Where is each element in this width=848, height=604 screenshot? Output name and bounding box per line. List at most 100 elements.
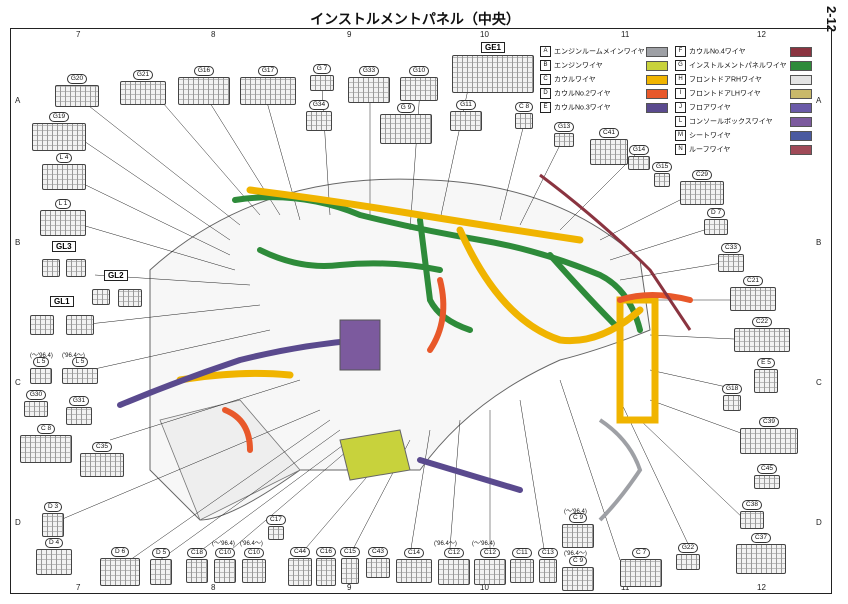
legend-key: A <box>540 46 551 57</box>
connector-c33: C33 <box>718 243 744 272</box>
row-label: A <box>15 96 21 105</box>
connector-d5: D 5 <box>150 548 172 585</box>
diagram-frame <box>10 28 832 594</box>
connector-c11: C11 <box>510 548 534 583</box>
legend-key: M <box>675 130 686 141</box>
date-note: (〜'96.4) <box>564 509 587 515</box>
connector-g13: G13 <box>554 122 575 147</box>
connector-g22: G22 <box>676 543 700 570</box>
legend-swatch <box>646 103 668 113</box>
legend-label: ルーフワイヤ <box>689 146 731 154</box>
legend-key: J <box>675 102 686 113</box>
connector-g20: G20 <box>55 74 99 107</box>
connector-c38: C38 <box>740 500 764 529</box>
connector-g30: G30 <box>24 390 48 417</box>
connector-gl1-b <box>66 314 94 335</box>
legend-swatch <box>646 75 668 85</box>
connector-c29: C29 <box>680 170 724 205</box>
legend-key: C <box>540 74 551 85</box>
date-note: (〜'96.4) <box>212 541 235 547</box>
connector-g9: G 9 <box>380 103 432 144</box>
connector-c18: C18 <box>186 548 208 583</box>
connector-ge1 <box>452 54 534 93</box>
connector-c22: C22 <box>734 317 790 352</box>
connector-g7: G 7 <box>310 64 334 91</box>
connector-c35: C35 <box>80 442 124 477</box>
column-label: 8 <box>211 583 216 592</box>
legend-key: I <box>675 88 686 99</box>
group-label: GL3 <box>52 241 76 252</box>
connector-l1: L 1 <box>40 199 86 236</box>
connector-g33: G33 <box>348 66 390 103</box>
connector-c44: C44 <box>288 547 312 586</box>
column-label: 7 <box>76 30 81 39</box>
legend-key: G <box>675 60 686 71</box>
column-label: 11 <box>621 583 630 592</box>
page-number: 2-12 <box>824 6 839 33</box>
connector-g21: G21 <box>120 70 166 105</box>
legend-key: N <box>675 144 686 155</box>
connector-gl1-a <box>30 314 54 335</box>
connector-l4: L 4 <box>42 153 86 190</box>
connector-d4: D 4 <box>36 538 72 575</box>
connector-c9-old: C 9 <box>562 513 594 548</box>
row-label: D <box>816 518 822 527</box>
connector-g19: G19 <box>32 112 86 151</box>
connector-l5-new: L 5 <box>62 357 98 384</box>
connector-c8: C 8 <box>20 424 72 463</box>
date-note: (〜'96.4) <box>30 353 53 359</box>
legend-swatch <box>790 131 812 141</box>
legend-label: エンジンワイヤ <box>554 62 603 70</box>
legend-label: カウルNo.4ワイヤ <box>689 48 746 56</box>
legend-label: カウルワイヤ <box>554 76 596 84</box>
column-label: 12 <box>757 30 766 39</box>
date-note: ('96.4〜) <box>564 551 587 557</box>
legend-label: フロントドアRHワイヤ <box>689 76 762 84</box>
group-label: GL1 <box>50 296 74 307</box>
connector-c41: C41 <box>590 128 628 165</box>
connector-c21: C21 <box>730 276 776 311</box>
date-note: ('96.4〜) <box>240 541 263 547</box>
row-label: D <box>15 518 21 527</box>
legend-label: コンソールボックスワイヤ <box>689 118 773 126</box>
connector-c13: C13 <box>538 548 558 583</box>
legend-key: L <box>675 116 686 127</box>
legend-swatch <box>646 89 668 99</box>
column-label: 8 <box>211 30 216 39</box>
connector-g14: G14 <box>628 145 650 170</box>
connector-gl2-a <box>92 288 110 305</box>
connector-d3: D 3 <box>42 502 64 537</box>
connector-d6: D 6 <box>100 547 140 586</box>
connector-d7: D 7 <box>704 208 728 235</box>
legend-key: B <box>540 60 551 71</box>
legend-swatch <box>790 103 812 113</box>
legend-label: フロントドアLHワイヤ <box>689 90 761 98</box>
legend-swatch <box>790 47 812 57</box>
connector-g18: G18 <box>722 384 743 411</box>
group-label: GL2 <box>104 270 128 281</box>
connector-c16: C16 <box>316 547 336 586</box>
column-label: 11 <box>621 30 630 39</box>
connector-c7: C 7 <box>620 548 662 587</box>
connector-g17: G17 <box>240 66 296 105</box>
legend-label: カウルNo.3ワイヤ <box>554 104 611 112</box>
connector-c14: C14 <box>396 548 432 583</box>
row-label: B <box>816 238 822 247</box>
connector-g10: G10 <box>400 66 438 101</box>
legend-swatch <box>790 75 812 85</box>
connector-g34: G34 <box>306 100 332 131</box>
connector-c17: C17 <box>266 515 286 540</box>
legend-label: シートワイヤ <box>689 132 731 140</box>
